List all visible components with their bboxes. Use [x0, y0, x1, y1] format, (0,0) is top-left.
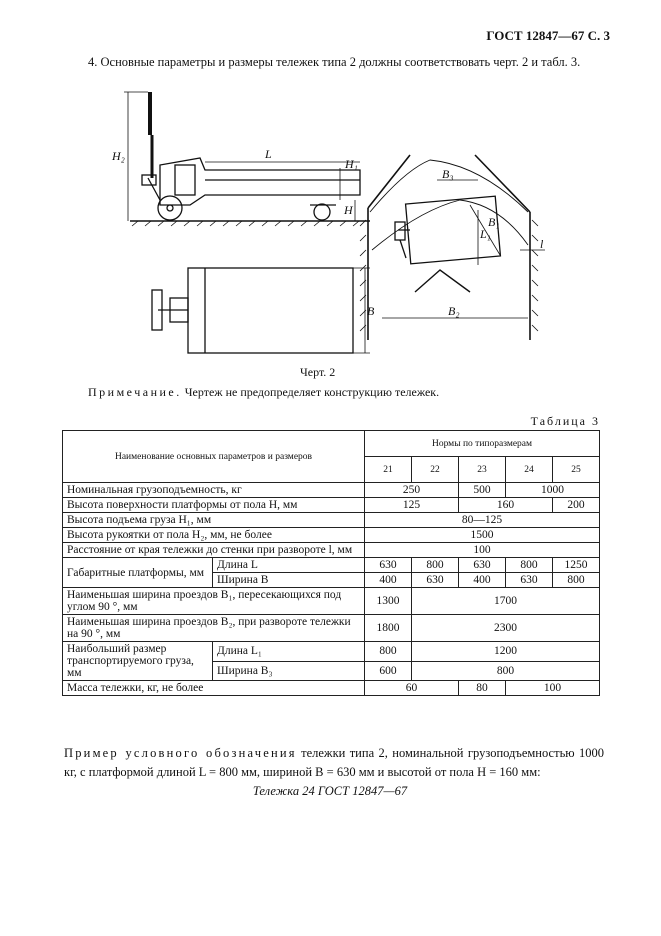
example-paragraph: Пример условного обозначения тележки тип… — [64, 744, 604, 782]
cart-side-view — [124, 91, 370, 227]
table-row: Наибольший размер транспортируемого груз… — [62, 641, 600, 681]
corridor-scheme — [359, 154, 545, 340]
label-b2: B₂ — [448, 304, 460, 318]
example-lead: Пример условного обозначения — [64, 746, 297, 760]
table-row: Наименьшая ширина проездов B₂, при разво… — [62, 614, 600, 642]
parameters-table: Наименование основных параметров и разме… — [62, 430, 600, 696]
table-row: Расстояние от края тележки до стенки при… — [62, 542, 600, 558]
size-25: 25 — [552, 456, 600, 483]
figure-caption: Черт. 2 — [300, 365, 336, 379]
label-h: H — [343, 203, 354, 217]
header-norms: Нормы по типоразмерам — [364, 430, 600, 457]
label-b3: B₃ — [442, 167, 454, 181]
label-b1: B₁ — [488, 215, 500, 229]
table-row: Габаритные платформы, мм Длина L 630 800… — [62, 557, 600, 588]
example-designation: Тележка 24 ГОСТ 12847—67 — [252, 784, 408, 798]
note-text: Чертеж не предопределяет конструкцию тел… — [181, 385, 440, 399]
label-l: L — [264, 147, 272, 161]
table-row: Ширина B 400 630 400 630 800 — [63, 572, 600, 588]
label-l1: L₁ — [479, 227, 491, 241]
table-row: Высота поверхности платформы от пола H, … — [62, 497, 600, 513]
size-22: 22 — [411, 456, 459, 483]
header-parameter: Наименование основных параметров и разме… — [62, 430, 365, 483]
table-row: Масса тележки, кг, не более 60 80 100 — [62, 680, 600, 696]
label-l-clearance: l — [540, 237, 544, 251]
table-title: Таблица 3 — [530, 414, 600, 428]
example-text: тележки типа 2, номинальной грузоподъемн… — [64, 746, 604, 779]
label-b: B — [367, 304, 375, 318]
table-row: Высота подъема груза H₁, мм 80—125 — [62, 512, 600, 528]
cart-top-view — [151, 267, 370, 354]
table-row: Высота рукоятки от пола H₂, мм, не более… — [62, 527, 600, 543]
size-24: 24 — [505, 456, 553, 483]
intro-paragraph: 4. Основные параметры и размеры тележек … — [88, 55, 581, 69]
table-row: Номинальная грузоподъемность, кг 250 500… — [62, 482, 600, 498]
page-header: ГОСТ 12847—67 С. 3 — [486, 28, 610, 43]
size-23: 23 — [458, 456, 506, 483]
size-21: 21 — [364, 456, 412, 483]
note-lead: Примечание. — [88, 385, 182, 399]
table-row: Наименьшая ширина проездов B₁, пересекаю… — [62, 587, 600, 615]
label-h2: H₂ — [111, 149, 125, 163]
note: Примечание. Чертеж не предопределяет кон… — [88, 385, 608, 400]
technical-drawing: H₂ L H₁ H B B₃ B₁ L₁ B₂ l — [111, 91, 545, 354]
label-h1: H₁ — [344, 157, 358, 171]
